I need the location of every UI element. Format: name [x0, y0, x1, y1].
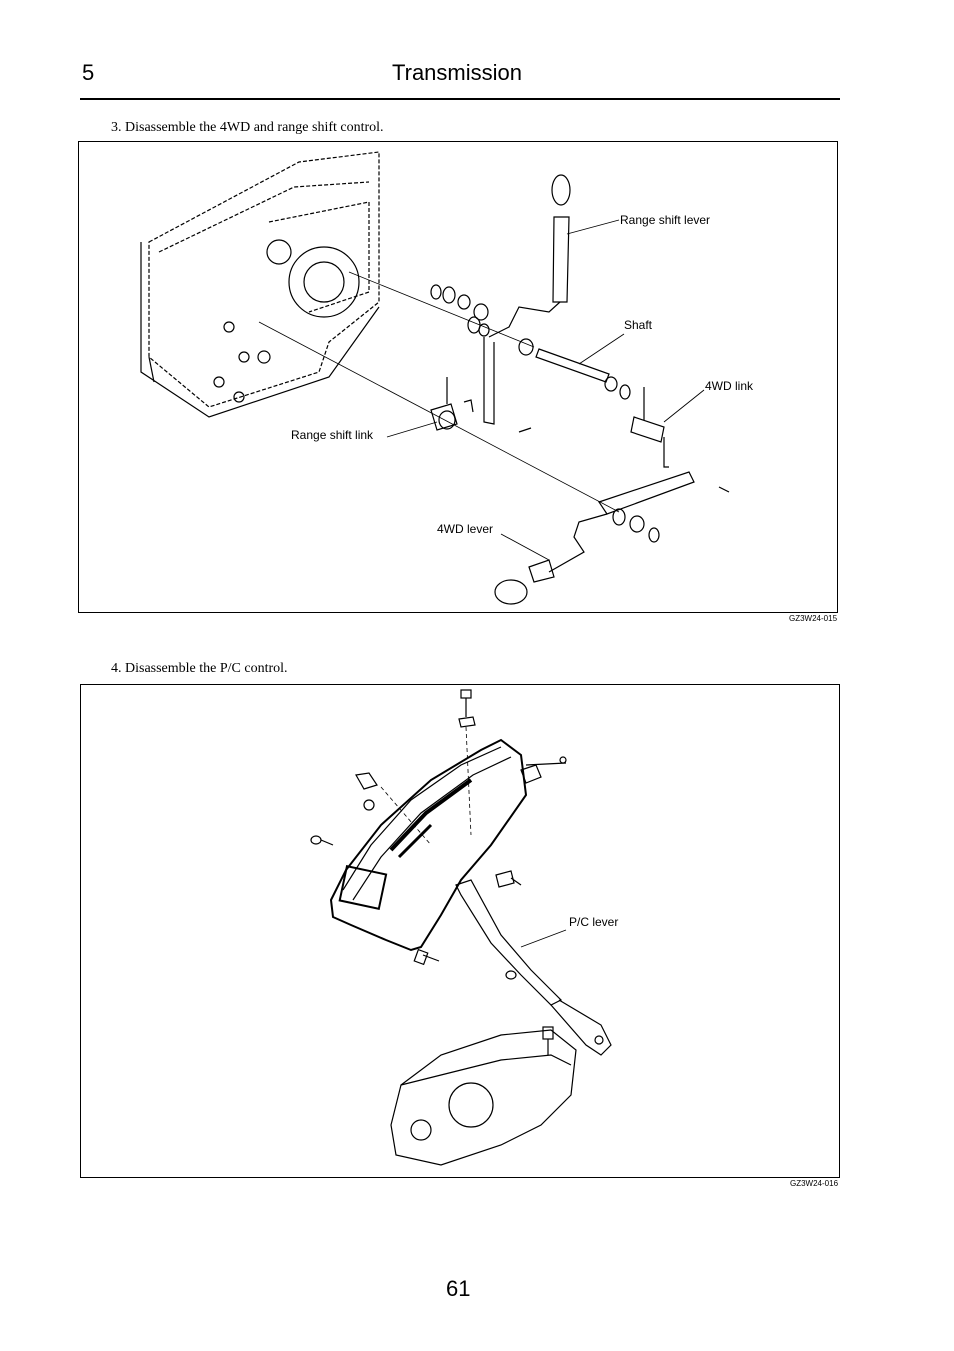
exploded-view-drawing: [140, 151, 730, 605]
leader-lines: [386, 219, 705, 561]
top-bolt: [458, 689, 476, 728]
label-shaft: Shaft: [624, 318, 653, 332]
fourwd-link-part: [630, 387, 730, 493]
label-range-shift-lever: Range shift lever: [620, 213, 711, 227]
range-shift-lever-part: [483, 174, 571, 425]
fourwd-lever-part: [494, 471, 695, 605]
bracket: [495, 756, 567, 888]
bottom-bolt: [413, 948, 440, 966]
transmission-housing: [148, 151, 380, 408]
housing-outline: [140, 239, 380, 418]
figure-pc-control: P/C lever: [80, 684, 840, 1178]
header-rule: [80, 98, 840, 100]
valve-body: [390, 1026, 577, 1166]
shaft-part: [430, 284, 631, 400]
knob-parts: [310, 772, 378, 846]
step-4-text: 4. Disassemble the P/C control.: [111, 661, 288, 676]
pc-lever-part: [455, 879, 612, 1056]
range-shift-link-part: [430, 377, 532, 433]
figure-code-2: GZ3W24-016: [790, 1179, 839, 1188]
label-range-shift-link: Range shift link: [291, 428, 374, 442]
figure-4wd-range-shift: Range shift lever Shaft 4WD link Range s…: [78, 141, 838, 613]
guide-panel: [329, 738, 528, 952]
label-4wd-lever: 4WD lever: [437, 522, 494, 536]
page-number: 61: [446, 1276, 471, 1301]
label-pc-lever: P/C lever: [569, 915, 619, 929]
label-4wd-link: 4WD link: [705, 379, 754, 393]
step-3-text: 3. Disassemble the 4WD and range shift c…: [111, 120, 384, 135]
figure-code-1: GZ3W24-015: [789, 614, 838, 623]
pc-lever-leader: [520, 929, 567, 948]
chapter-number: 5: [82, 60, 95, 85]
pc-control-drawing: [310, 689, 612, 1166]
chapter-title: Transmission: [392, 60, 522, 85]
